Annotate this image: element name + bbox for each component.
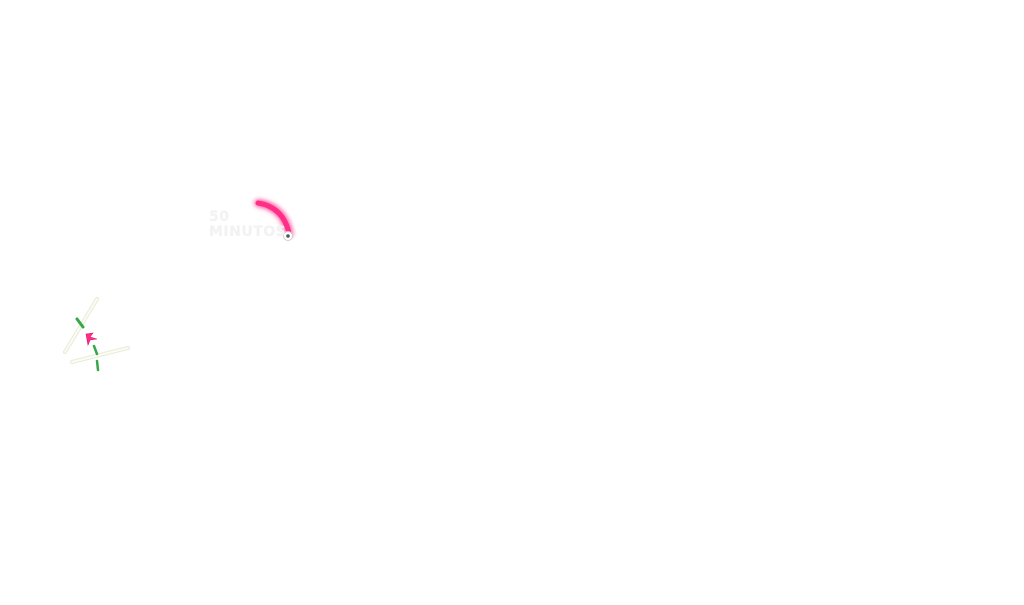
isochrone-label: 50 MINUTOS [209, 210, 299, 240]
isochrone-unit: MINUTOS [209, 224, 287, 240]
origin-marker[interactable] [283, 231, 293, 241]
isochrone-minutes: 50 [209, 209, 230, 225]
isochrone-arc [253, 198, 295, 239]
poi-marker-icon[interactable] [85, 332, 98, 347]
route-path [75, 317, 100, 372]
